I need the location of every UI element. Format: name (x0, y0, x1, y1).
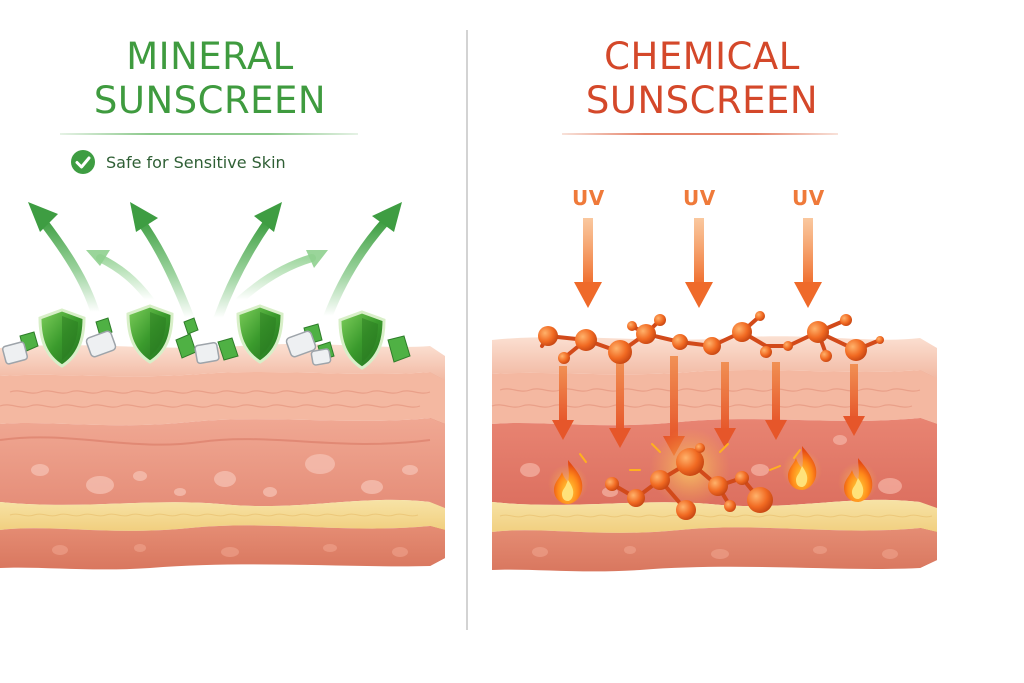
mineral-skin-block (0, 344, 445, 569)
mineral-title-line-2: SUNSCREEN (40, 79, 380, 123)
reflected-uv-arrows (28, 202, 402, 318)
uv-label: UV (572, 186, 605, 210)
sensitive-skin-badge: Safe for Sensitive Skin (70, 148, 286, 176)
chemical-title-line-2: SUNSCREEN (532, 79, 872, 123)
mineral-title: MINERAL SUNSCREEN (40, 35, 380, 123)
mineral-title-underline (60, 133, 358, 135)
uv-label: UV (683, 186, 716, 210)
panel-divider (466, 30, 468, 630)
uv-label: UV (792, 186, 825, 210)
mineral-title-line-1: MINERAL (40, 35, 380, 79)
incoming-uv-arrows (574, 218, 822, 308)
chemical-title-line-1: CHEMICAL (532, 35, 872, 79)
chemical-title: CHEMICAL SUNSCREEN (532, 35, 872, 123)
check-circle-icon (70, 149, 96, 175)
badge-label: Safe for Sensitive Skin (106, 153, 286, 172)
chemical-title-underline (562, 133, 838, 135)
